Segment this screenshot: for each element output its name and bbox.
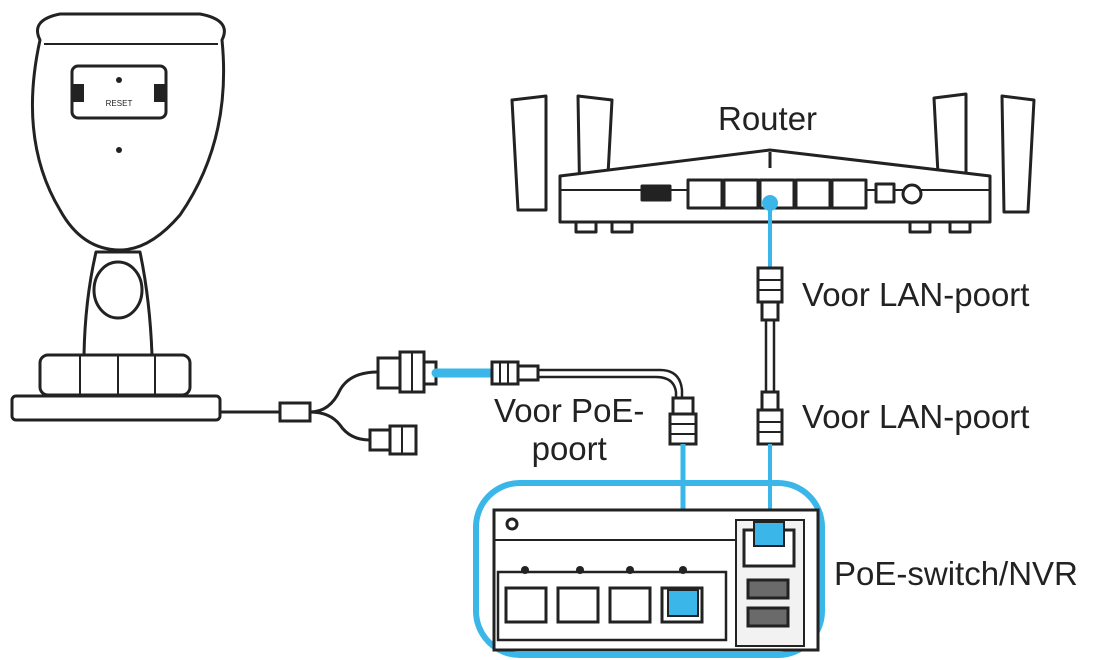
router-antenna-4 <box>1000 94 1036 214</box>
switch-usb-port-1 <box>746 578 790 600</box>
router-reset-button <box>901 183 923 205</box>
poe-switch <box>492 508 820 652</box>
switch-label: PoE-switch/NVR <box>834 555 1078 592</box>
router-port-lan-3 <box>794 178 832 210</box>
switch-poe-port-2 <box>556 586 600 624</box>
poe-cable <box>538 368 684 400</box>
camera-mount-plate <box>10 394 222 422</box>
router-lan-connection-dot <box>762 195 778 211</box>
camera-head <box>30 12 226 252</box>
camera-label-panel <box>70 64 168 120</box>
switch-poe-connected-plug <box>667 589 699 617</box>
router <box>510 92 1036 234</box>
switch-poe-port-3 <box>608 586 652 624</box>
pigtail-rj45-connector <box>376 350 438 394</box>
lan-port-label-bottom: Voor LAN-poort <box>802 398 1030 435</box>
lan-plug-top <box>756 266 784 322</box>
poe-port-label-line-1: Voor PoE- <box>494 392 645 429</box>
router-antenna-1 <box>510 94 548 212</box>
lan-plug-bottom <box>756 390 784 446</box>
router-port-usb <box>640 184 672 202</box>
camera-side-ethernet-plug <box>490 360 540 386</box>
switch-uplink-connected-plug <box>753 521 785 547</box>
router-port-wan <box>686 178 724 210</box>
poe-port-label-line-2: poort <box>531 429 607 467</box>
poe-port-label: Voor PoE- poort <box>494 392 644 468</box>
bullet-camera: RESET <box>10 12 226 422</box>
router-port-lan-1 <box>722 178 760 210</box>
camera-pigtail-cable <box>220 370 379 442</box>
camera-label-text: RESET <box>106 99 133 108</box>
switch-usb-port-2 <box>746 606 790 628</box>
router-power-port <box>874 182 896 204</box>
pigtail-power-connector <box>368 424 418 456</box>
lan-cable <box>764 320 776 392</box>
lan-port-label-top: Voor LAN-poort <box>802 276 1030 313</box>
switch-side-poe-plug <box>668 396 698 446</box>
router-port-lan-4 <box>830 178 868 210</box>
switch-poe-port-1 <box>504 586 548 624</box>
router-label: Router <box>718 100 818 137</box>
switch-highlight-frame <box>473 480 825 658</box>
